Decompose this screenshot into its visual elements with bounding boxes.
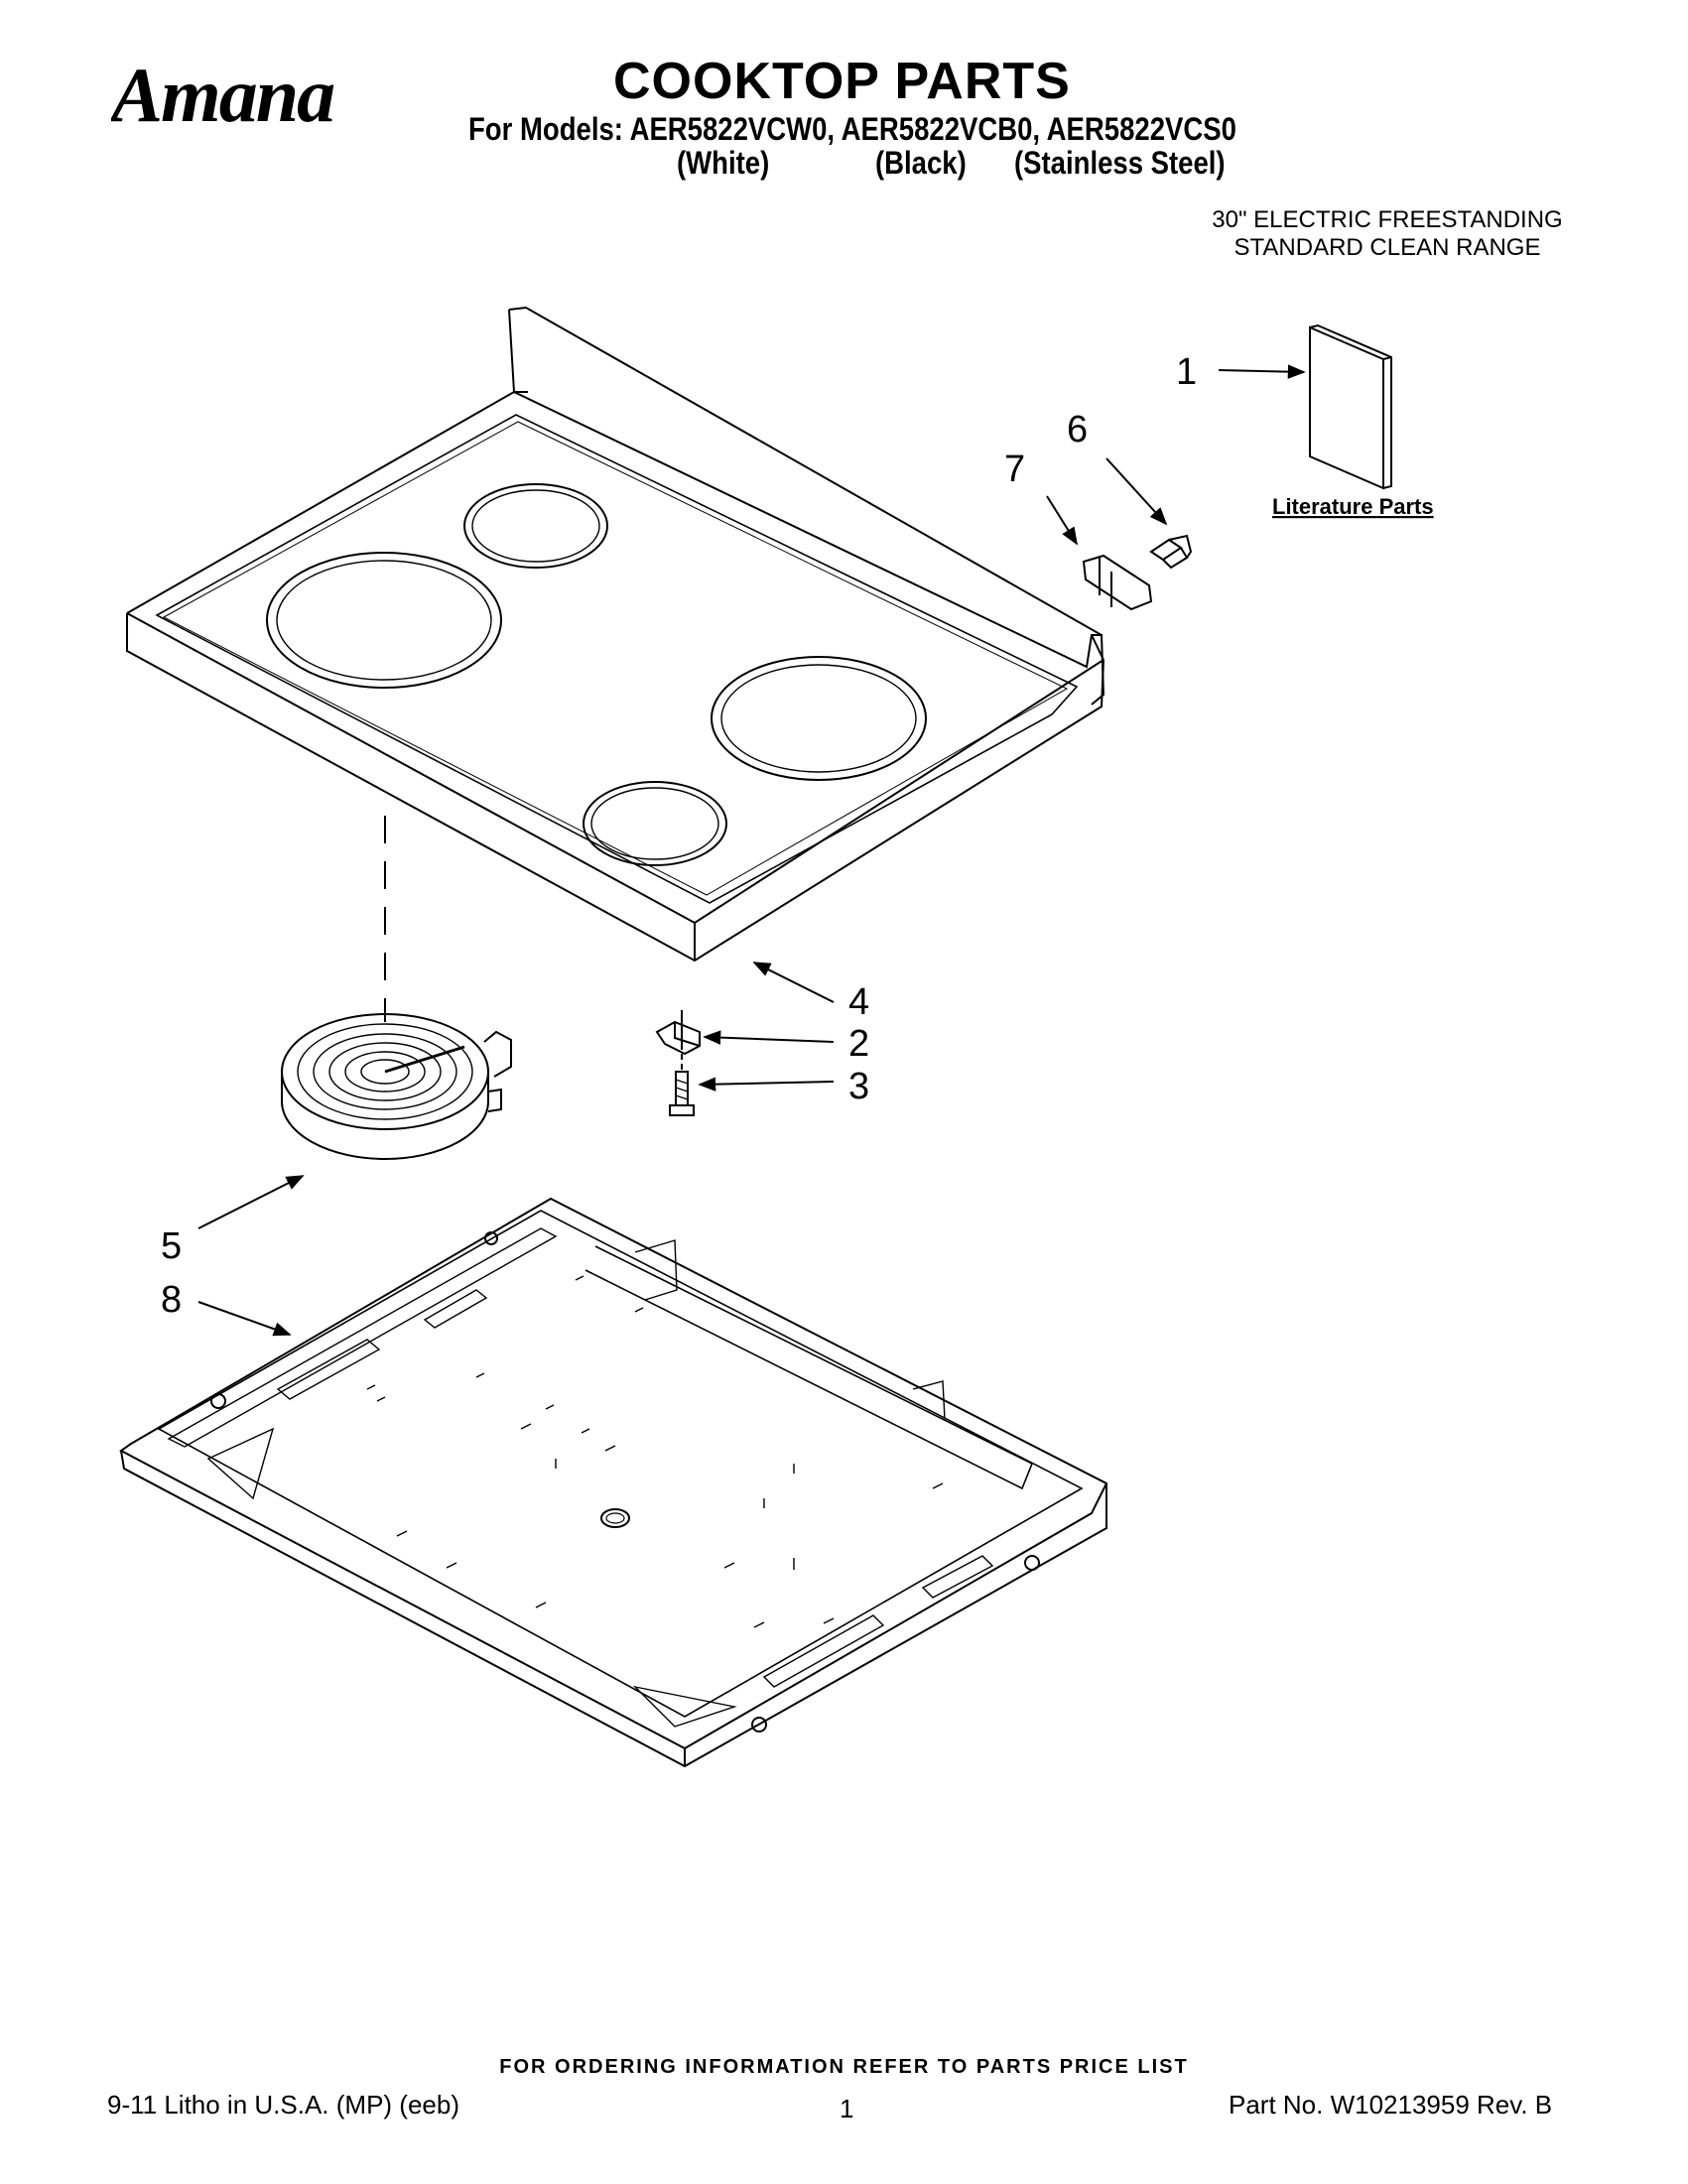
clip-bracket: [655, 1010, 701, 1056]
callout-7: 7: [1004, 449, 1025, 490]
leader-3: [698, 1077, 835, 1092]
cooktop-glass: [126, 306, 1105, 963]
mounting-bracket: [1082, 554, 1153, 611]
subtitle-line-1: 30" ELECTRIC FREESTANDING: [1212, 206, 1563, 233]
callout-8: 8: [161, 1279, 182, 1321]
ordering-note: FOR ORDERING INFORMATION REFER TO PARTS …: [499, 2056, 1189, 2078]
callout-2: 2: [848, 1023, 869, 1065]
amana-logo: Amana: [111, 52, 336, 138]
burner-rear-left: [463, 483, 608, 569]
burner-rear-right: [711, 656, 927, 781]
leader-2: [703, 1030, 835, 1045]
leader-7: [1046, 495, 1078, 546]
bracket-screw: [1149, 534, 1193, 570]
leader-6: [1105, 457, 1168, 526]
litho-info: 9-11 Litho in U.S.A. (MP) (eeb): [107, 2090, 459, 2120]
callout-1: 1: [1176, 351, 1197, 393]
variant-white: (White): [677, 145, 770, 181]
literature-parts-label: Literature Parts: [1272, 494, 1434, 519]
callout-4: 4: [848, 981, 869, 1023]
callout-5: 5: [161, 1225, 182, 1267]
subtitle-line-2: STANDARD CLEAN RANGE: [1234, 234, 1541, 261]
literature-booklet: [1309, 323, 1392, 490]
leader-4: [752, 962, 835, 1003]
part-number: Part No. W10213959 Rev. B: [1229, 2090, 1553, 2120]
models-line: For Models: AER5822VCW0, AER5822VCB0, AE…: [468, 111, 1236, 147]
leader-1: [1218, 364, 1306, 379]
callout-6: 6: [1067, 409, 1088, 450]
page-number: 1: [840, 2094, 854, 2123]
leader-arrows: [197, 364, 1306, 1337]
callout-3: 3: [848, 1066, 869, 1107]
leader-8: [197, 1301, 292, 1337]
burner-box-base: [119, 1197, 1108, 1768]
variant-black: (Black): [875, 145, 967, 181]
variant-stainless: (Stainless Steel): [1014, 145, 1226, 181]
burner-front-right: [583, 781, 727, 866]
logo-wordmark: Amana: [111, 52, 334, 138]
screw: [669, 1054, 695, 1116]
page-title-text: COOKTOP PARTS: [613, 53, 1071, 110]
surface-element: [281, 1013, 512, 1160]
leader-5: [197, 1175, 305, 1229]
burner-front-left: [266, 552, 502, 689]
